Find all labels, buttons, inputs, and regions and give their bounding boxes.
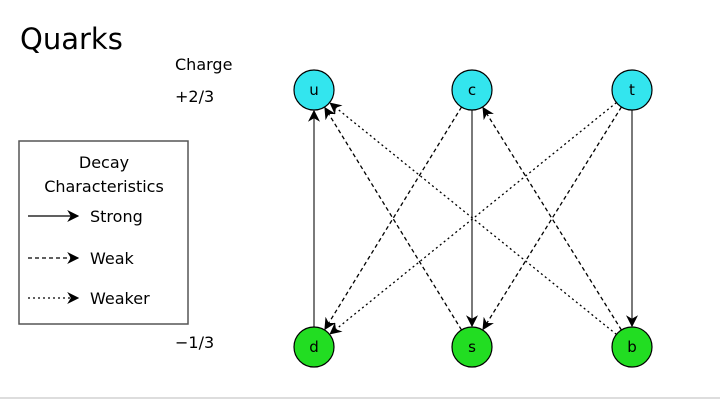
quark-node-b: b [611, 326, 653, 368]
decay-arrow-b-to-u [329, 102, 617, 335]
legend-label-weaker: Weaker [90, 289, 150, 308]
decay-arrow-b-to-c [482, 106, 622, 331]
quark-circle-d [293, 326, 335, 368]
quark-label-u: u [309, 81, 319, 99]
quark-label-s: s [468, 338, 476, 356]
decay-arrow-t-to-d [329, 102, 617, 335]
decay-arrows [308, 102, 638, 335]
quark-label-c: c [468, 81, 476, 99]
quark-node-d: d [293, 326, 335, 368]
legend-label-strong: Strong [90, 207, 143, 226]
quark-node-t: t [611, 69, 653, 111]
quark-circle-t [611, 69, 653, 111]
quark-node-u: u [293, 69, 335, 111]
quark-nodes: u c t d s b [293, 69, 653, 368]
charge-upper-value: +2/3 [175, 87, 214, 106]
quark-label-t: t [629, 81, 635, 99]
quark-circle-s [451, 326, 493, 368]
legend-title-line2: Characteristics [44, 177, 164, 196]
quark-circle-u [293, 69, 335, 111]
decay-arrow-t-to-s [482, 106, 622, 331]
legend-label-weak: Weak [90, 249, 135, 268]
legend-title-line1: Decay [79, 153, 129, 172]
decay-arrow-s-to-u [324, 106, 463, 331]
diagram-title: Quarks [20, 22, 123, 56]
quark-circle-c [451, 69, 493, 111]
legend-box [18, 140, 189, 325]
quark-label-d: d [309, 338, 319, 356]
quark-node-s: s [451, 326, 493, 368]
charge-lower-value: −1/3 [175, 333, 214, 352]
decay-arrow-c-to-d [324, 106, 463, 331]
quark-circle-b [611, 326, 653, 368]
quark-label-b: b [627, 338, 637, 356]
charge-header: Charge [175, 55, 232, 74]
quark-node-c: c [451, 69, 493, 111]
